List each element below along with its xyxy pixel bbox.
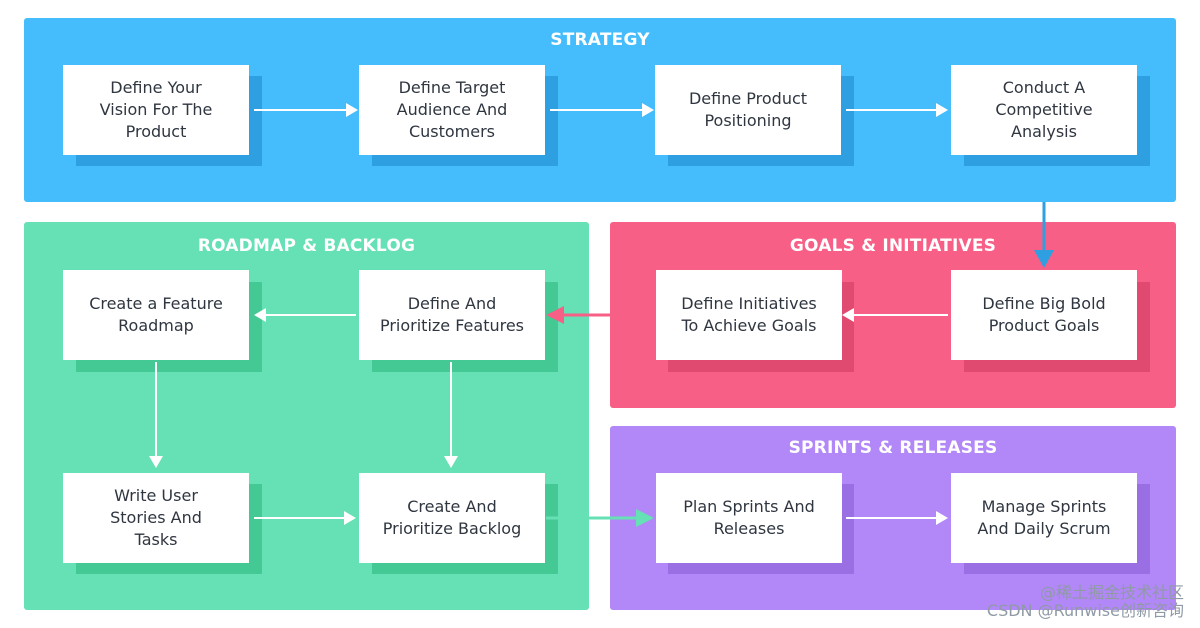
sprints-releases-title: SPRINTS & RELEASES [788, 438, 998, 458]
watermark: @稀土掘金技术社区 CSDN @Runwise创新咨询 [986, 583, 1184, 620]
step-write-user-stories[interactable]: Write User Stories And Tasks [63, 473, 249, 563]
step-manage-sprints[interactable]: Manage Sprints And Daily Scrum [951, 473, 1137, 563]
strategy-title: STRATEGY [550, 30, 650, 50]
step-define-vision[interactable]: Define Your Vision For The Product [63, 65, 249, 155]
roadmap-backlog-title: ROADMAP & BACKLOG [197, 236, 416, 256]
step-competitive-analysis[interactable]: Conduct A Competitive Analysis [951, 65, 1137, 155]
step-prioritize-features[interactable]: Define And Prioritize Features [359, 270, 545, 360]
step-feature-roadmap[interactable]: Create a Feature Roadmap [63, 270, 249, 360]
step-define-goals[interactable]: Define Big Bold Product Goals [951, 270, 1137, 360]
step-define-initiatives[interactable]: Define Initiatives To Achieve Goals [656, 270, 842, 360]
goals-initiatives-title: GOALS & INITIATIVES [789, 236, 997, 256]
step-define-positioning[interactable]: Define Product Positioning [655, 65, 841, 155]
step-plan-sprints[interactable]: Plan Sprints And Releases [656, 473, 842, 563]
step-define-target-audience[interactable]: Define Target Audience And Customers [359, 65, 545, 155]
step-prioritize-backlog[interactable]: Create And Prioritize Backlog [359, 473, 545, 563]
